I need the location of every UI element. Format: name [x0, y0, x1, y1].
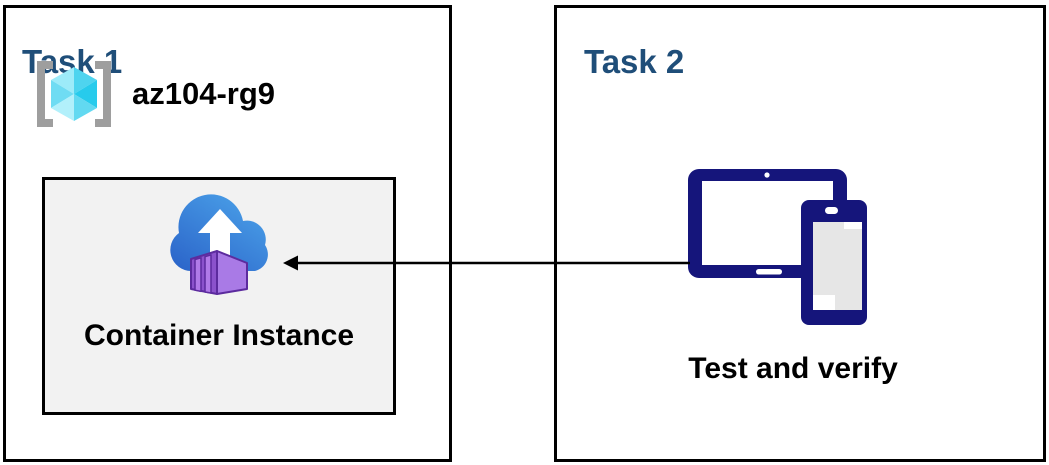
- phone-speaker-slot: [825, 207, 838, 214]
- arrow-head: [283, 255, 298, 271]
- cube-glyph: [51, 67, 97, 121]
- task2-title: Task 2: [584, 43, 685, 81]
- resource-group-icon: [37, 61, 111, 127]
- left-bracket: [37, 61, 53, 127]
- left-arrow-connector: [283, 255, 690, 271]
- container-instance-icon: [170, 194, 268, 295]
- tablet-home-slot: [756, 269, 782, 275]
- resource-group: az104-rg9: [32, 60, 275, 128]
- tablet-and-phone-icon: [688, 169, 867, 325]
- container-instance-label: Container Instance: [83, 319, 355, 352]
- test-verify-label: Test and verify: [688, 352, 898, 385]
- task1-box: Task 1 az104-rg9: [3, 5, 452, 462]
- right-bracket: [95, 61, 111, 127]
- resource-group-name: az104-rg9: [132, 76, 276, 111]
- upload-arrow: [198, 209, 242, 257]
- container-instance-box: Container Instance: [42, 177, 396, 415]
- phone-glyph: [801, 200, 867, 325]
- tablet-camera-dot: [764, 172, 770, 178]
- container-glyph: [190, 250, 248, 295]
- task2-box: Task 2 Test and verify: [554, 5, 1046, 462]
